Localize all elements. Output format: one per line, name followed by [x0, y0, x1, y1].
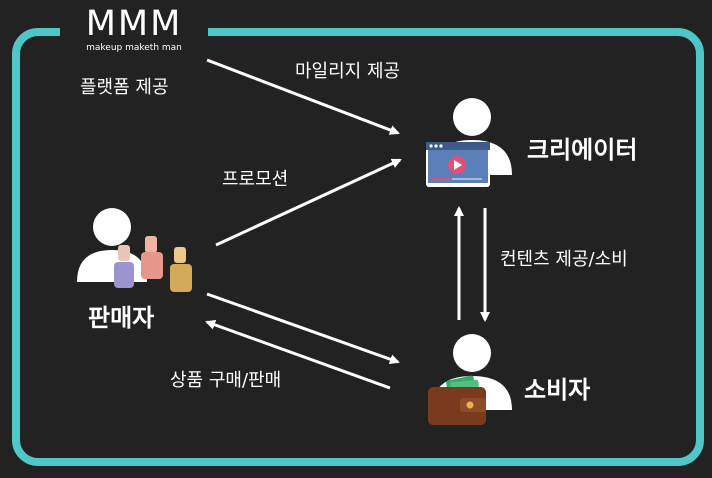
cosmetic-bottles-icon [114, 236, 192, 292]
diagram-frame [12, 28, 704, 466]
node-creator-label: 크리에이터 [527, 136, 638, 164]
arrow-platform-to-creator [206, 58, 400, 135]
seller-person-icon [77, 208, 147, 282]
label-content: 컨텐츠 제공/소비 [500, 249, 628, 270]
label-mileage: 마일리지 제공 [295, 61, 401, 82]
video-player-icon [426, 142, 490, 187]
label-goods: 상품 구매/판매 [170, 370, 282, 391]
node-seller-label: 판매자 [88, 304, 155, 332]
logo-title: MMM [85, 4, 183, 44]
arrow-seller-to-consumer [206, 292, 400, 365]
logo-tagline: makeup maketh man [86, 43, 182, 53]
wallet-icon [428, 375, 486, 425]
label-platform: 플랫폼 제공 [80, 77, 169, 98]
logo: MMM makeup maketh man [60, 0, 208, 56]
label-promotion: 프로모션 [222, 169, 289, 190]
arrow-seller-to-creator [215, 158, 402, 247]
node-consumer-label: 소비자 [524, 376, 591, 404]
arrow-consumer-to-seller [205, 320, 391, 390]
